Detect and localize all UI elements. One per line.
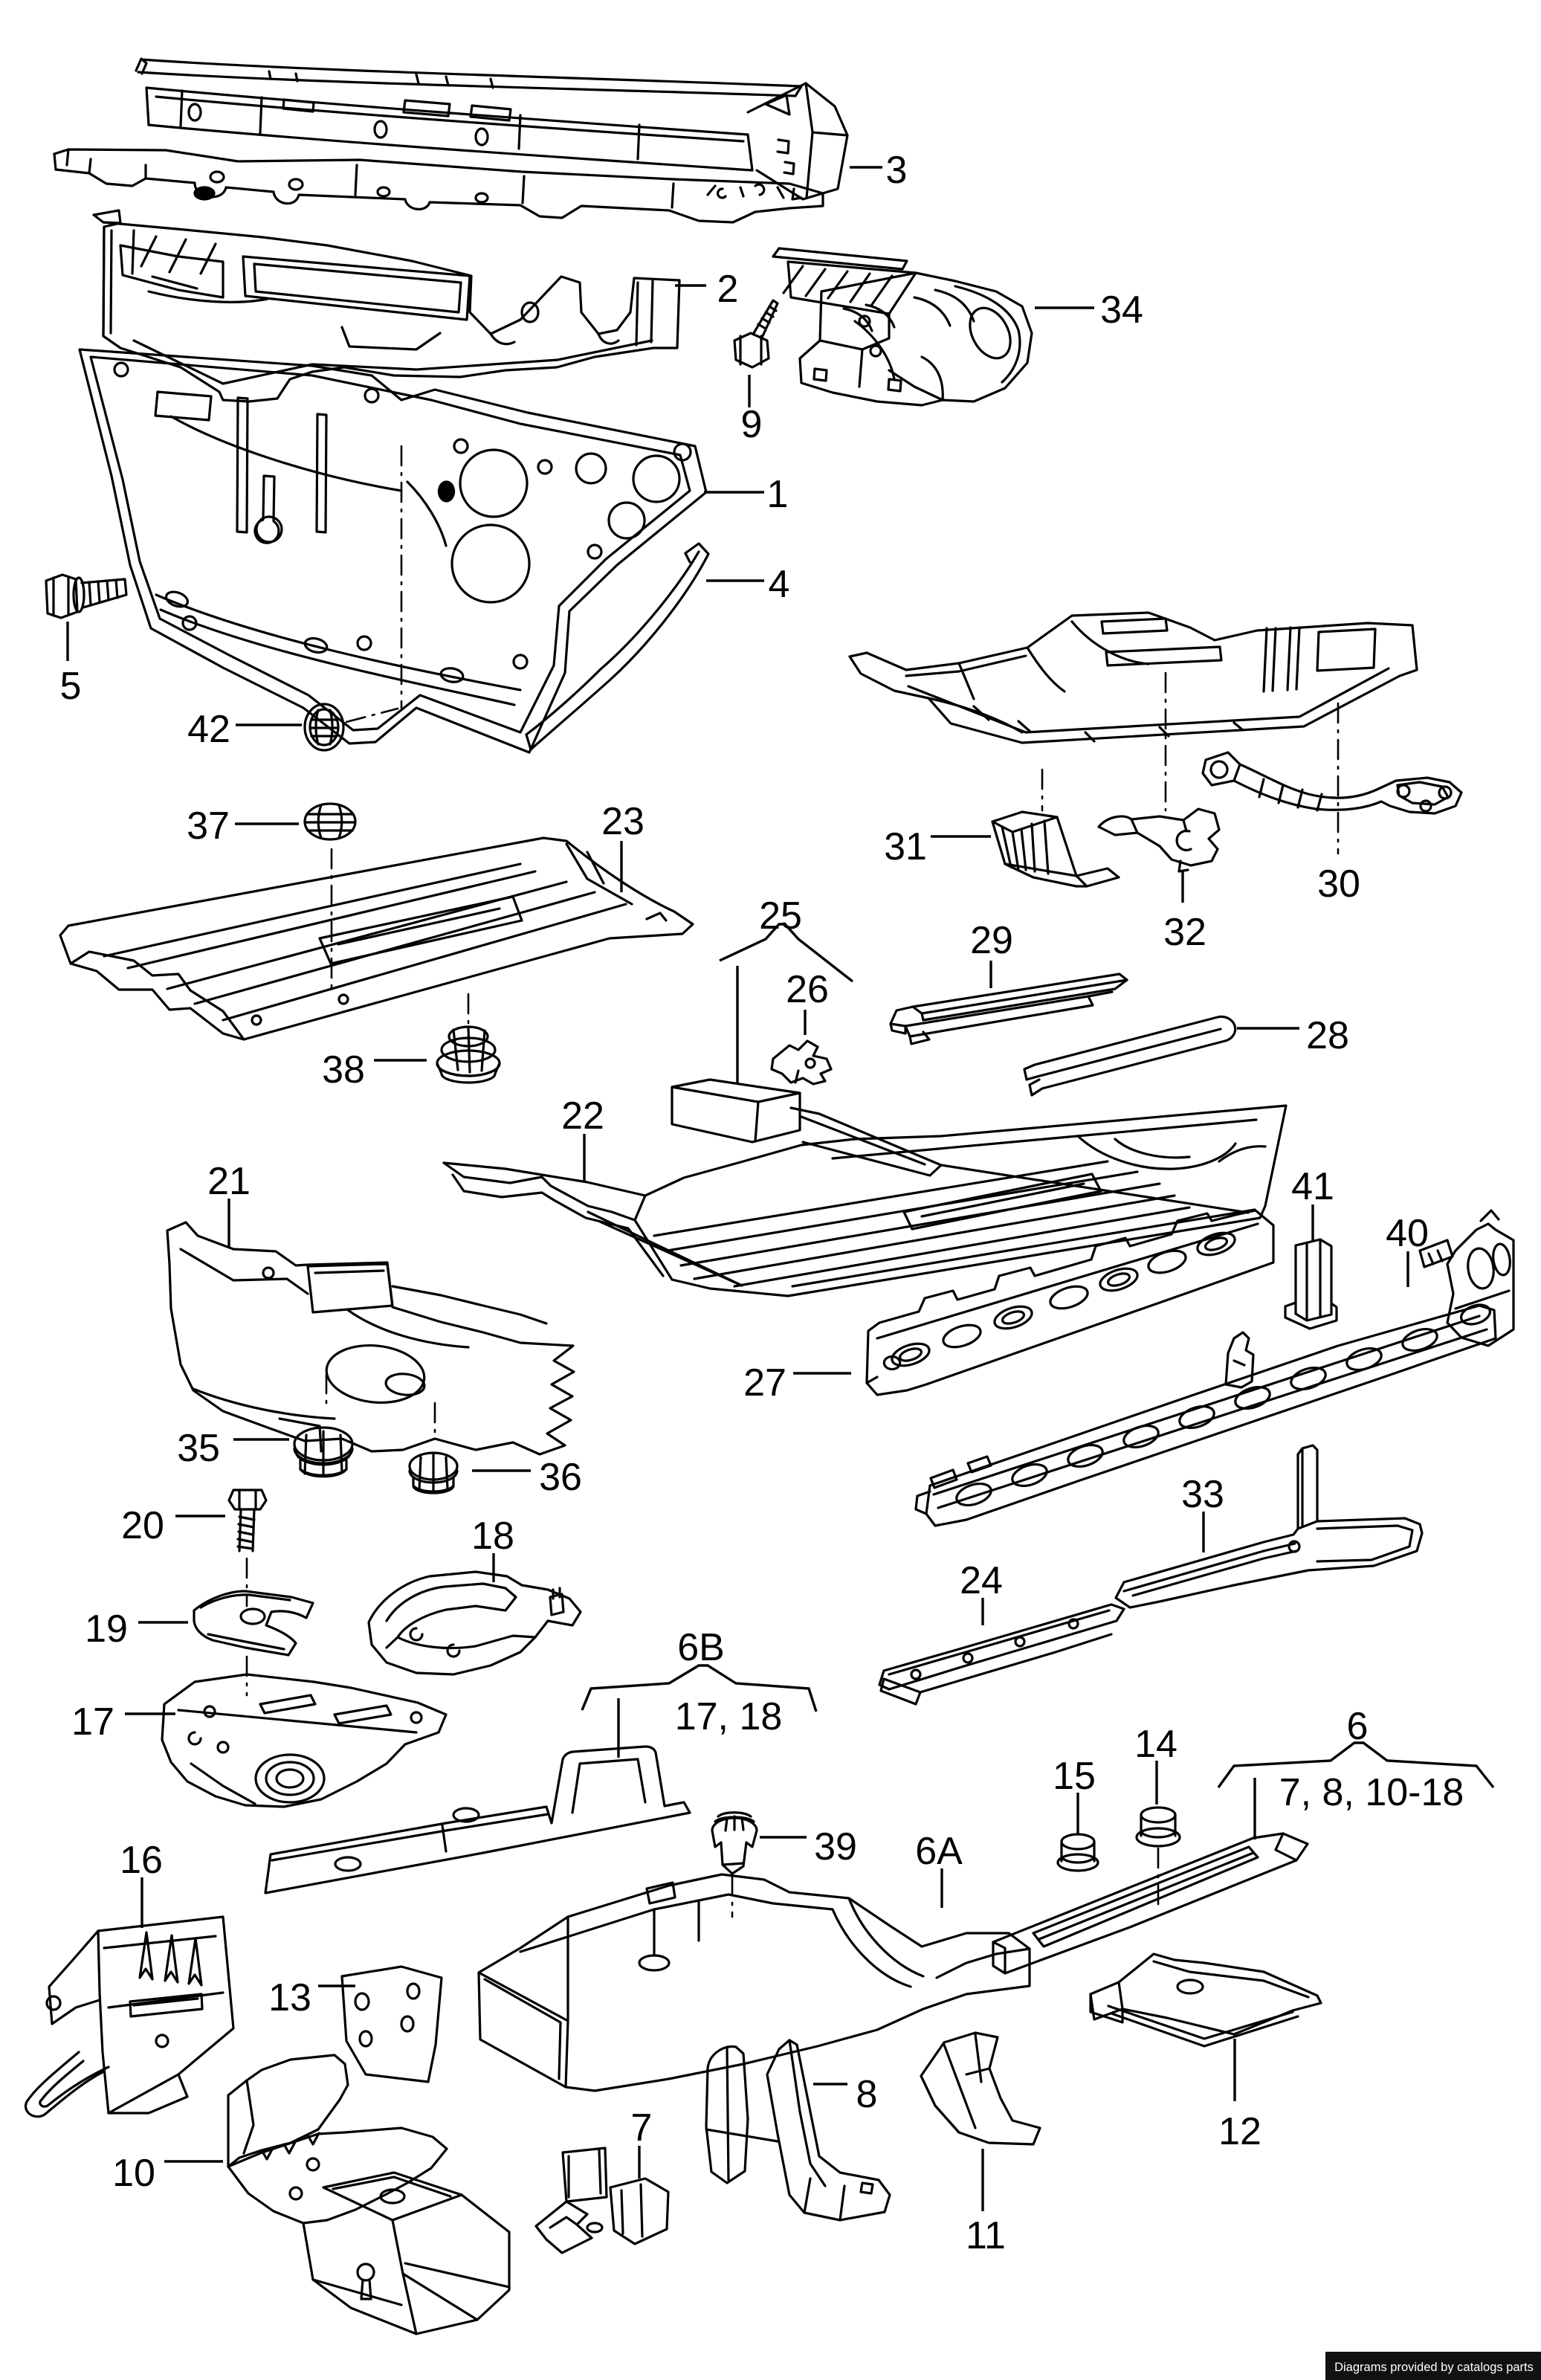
svg-text:13: 13	[268, 1976, 311, 2019]
svg-text:11: 11	[966, 2214, 1006, 2257]
svg-text:40: 40	[1386, 1212, 1429, 1255]
svg-text:9: 9	[741, 403, 763, 446]
svg-text:15: 15	[1053, 1755, 1096, 1798]
svg-text:26: 26	[786, 968, 829, 1011]
svg-text:28: 28	[1306, 1014, 1349, 1057]
svg-text:6: 6	[1347, 1705, 1369, 1748]
svg-text:36: 36	[539, 1456, 582, 1499]
svg-text:18: 18	[471, 1515, 514, 1558]
svg-text:41: 41	[1291, 1165, 1334, 1208]
svg-text:17: 17	[71, 1700, 114, 1744]
svg-text:25: 25	[759, 894, 802, 938]
svg-text:5: 5	[60, 665, 82, 708]
svg-text:35: 35	[177, 1427, 220, 1470]
svg-text:4: 4	[769, 563, 790, 606]
svg-text:42: 42	[187, 708, 230, 751]
svg-text:19: 19	[85, 1607, 128, 1651]
svg-text:21: 21	[207, 1160, 251, 1203]
svg-text:7, 8, 10-18: 7, 8, 10-18	[1279, 1771, 1464, 1814]
svg-text:37: 37	[187, 804, 230, 848]
svg-text:3: 3	[886, 149, 908, 192]
svg-text:Diagrams provided by catalogs: Diagrams provided by catalogs parts	[1334, 2361, 1534, 2374]
svg-text:6B: 6B	[677, 1626, 725, 1669]
svg-text:2: 2	[717, 268, 739, 311]
svg-text:10: 10	[112, 2152, 155, 2195]
svg-text:27: 27	[743, 1361, 786, 1405]
svg-text:29: 29	[970, 919, 1013, 962]
svg-text:16: 16	[120, 1839, 163, 1882]
svg-text:31: 31	[884, 825, 927, 868]
svg-text:1: 1	[767, 473, 789, 516]
svg-text:7: 7	[631, 2106, 653, 2150]
svg-text:22: 22	[561, 1094, 604, 1138]
svg-text:30: 30	[1317, 862, 1360, 906]
svg-text:32: 32	[1163, 911, 1206, 954]
svg-text:14: 14	[1134, 1723, 1177, 1766]
svg-text:24: 24	[960, 1559, 1003, 1602]
svg-text:38: 38	[322, 1048, 365, 1091]
svg-text:23: 23	[601, 800, 644, 843]
svg-text:34: 34	[1100, 288, 1143, 332]
svg-text:20: 20	[121, 1504, 164, 1547]
svg-text:17, 18: 17, 18	[675, 1695, 783, 1738]
svg-text:39: 39	[814, 1825, 857, 1868]
svg-text:33: 33	[1181, 1473, 1224, 1516]
svg-text:8: 8	[856, 2073, 878, 2116]
svg-text:12: 12	[1218, 2110, 1261, 2153]
svg-text:6A: 6A	[915, 1830, 963, 1873]
